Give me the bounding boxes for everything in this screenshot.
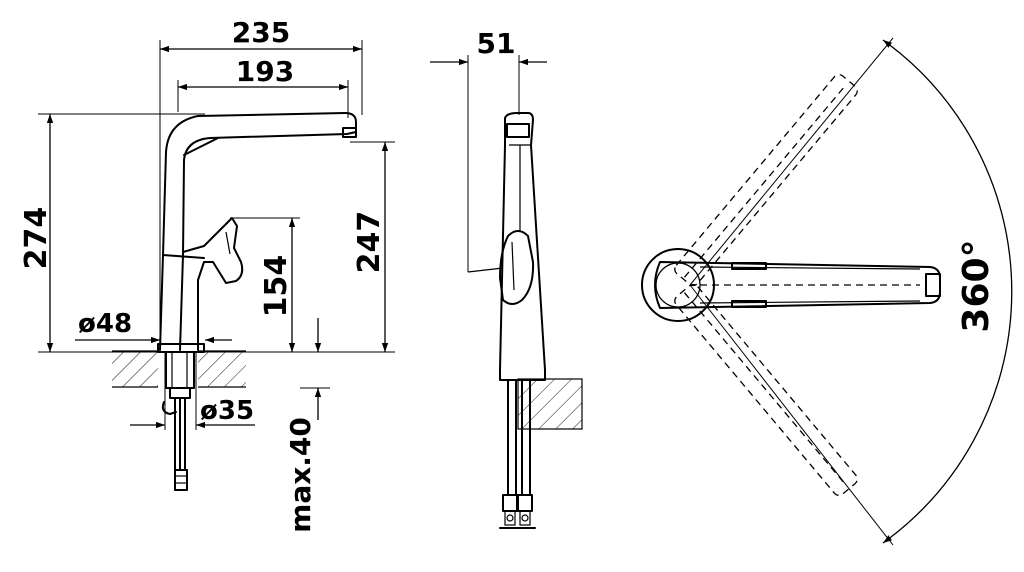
label-48: ø48 — [78, 309, 132, 339]
side-view: 51 — [430, 27, 583, 529]
label-154: 154 — [259, 255, 294, 318]
label-274: 274 — [19, 207, 54, 270]
faucet-front-outline — [157, 112, 357, 491]
spout-rotated-lower — [674, 283, 858, 496]
label-193: 193 — [236, 55, 294, 88]
label-35: ø35 — [200, 396, 254, 426]
worktop-section-front — [112, 350, 246, 388]
label-360: 360° — [956, 239, 997, 332]
label-max40: max.40 — [284, 417, 317, 533]
rotation-arc — [882, 39, 1013, 544]
spout-rotated-upper — [674, 74, 858, 287]
top-view: 360° — [641, 37, 1013, 546]
faucet-side-outline — [467, 112, 546, 529]
label-235: 235 — [232, 16, 290, 49]
worktop-section-side — [517, 378, 583, 430]
front-view: 235 193 274 247 154 ø48 ø35 max.40 — [19, 16, 395, 533]
label-51: 51 — [477, 27, 516, 60]
spout-top-outline — [641, 248, 941, 322]
label-247: 247 — [352, 211, 387, 274]
